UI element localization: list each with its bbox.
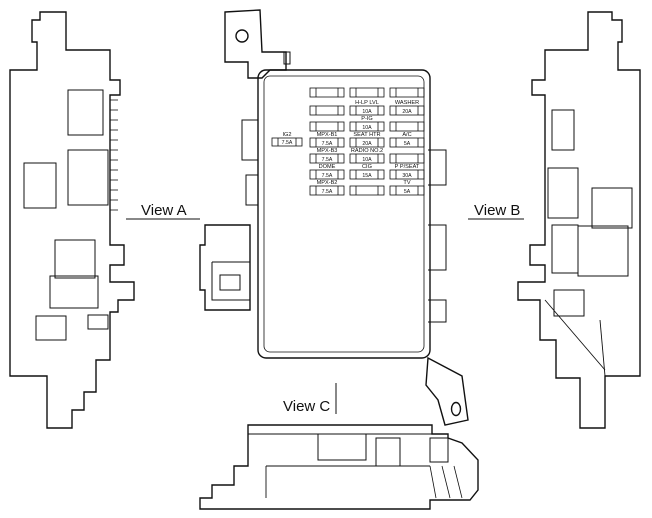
view-b-label: View B [474,202,520,219]
view-c-label: View C [283,398,330,415]
fuse-row-4 [309,137,425,148]
fuse-washer-amp: 20A [402,109,412,115]
fuse-cig-name: CIG [362,164,372,170]
fuse-mpx-b3-amp: 7.5A [322,157,333,163]
fuse-row-2 [309,105,425,116]
fuse-cig-amp: 15A [362,173,372,179]
fuse-ac-amp: 5A [404,141,411,147]
center-front-view [199,9,469,426]
left-side-view [9,11,135,429]
bottom-view [199,424,479,510]
fuse-ig2-amp: 7.5A [282,140,293,146]
view-a-label: View A [141,202,187,219]
fuse-tv-name: TV [403,180,410,186]
fuse-p-ig-name: P-IG [361,116,373,122]
fuse-row-6 [309,169,425,180]
fuse-tv-amp: 5A [404,189,411,195]
fuse-dome-amp: 7.5A [322,173,333,179]
fuse-row-5 [309,153,425,164]
fuse-hlp-lvl-amp: 10A [362,109,372,115]
right-side-view [517,11,641,429]
fuse-mpx-b3-name: MPX-B3 [317,148,338,154]
fuse-ac-name: A/C [402,132,411,138]
fuse-radio-no2-amp: 10A [362,157,372,163]
fuse-hlp-lvl-name: H-LP LVL [355,100,379,106]
fuse-mpx-b2-name: MPX-B2 [317,180,338,186]
fuse-mpx-b2-amp: 7.5A [322,189,333,195]
fuse-seat-htr-name: SEAT HTR [353,132,380,138]
fuse-dome-name: DOME [319,164,336,170]
fuse-p-ig-amp: 10A [362,125,372,131]
fuse-row-3 [309,121,425,132]
fuse-seat-htr-amp: 20A [362,141,372,147]
fuse-mpx-b1-name: MPX-B1 [317,132,338,138]
fuse-p-pseat-name: P P/SEAT [395,164,420,170]
fuse-row-1 [309,87,425,98]
fuse-row-7 [309,185,425,196]
fuse-p-pseat-amp: 30A [402,173,412,179]
fuse-ig2-name: IG2 [282,132,291,138]
fuse-washer-name: WASHER [395,100,419,106]
fuse-ig2: IG2 7.5A [271,132,303,147]
fuse-mpx-b1-amp: 7.5A [322,141,333,147]
fuse-radio-no2-name: RADIO NO.2 [351,148,383,154]
